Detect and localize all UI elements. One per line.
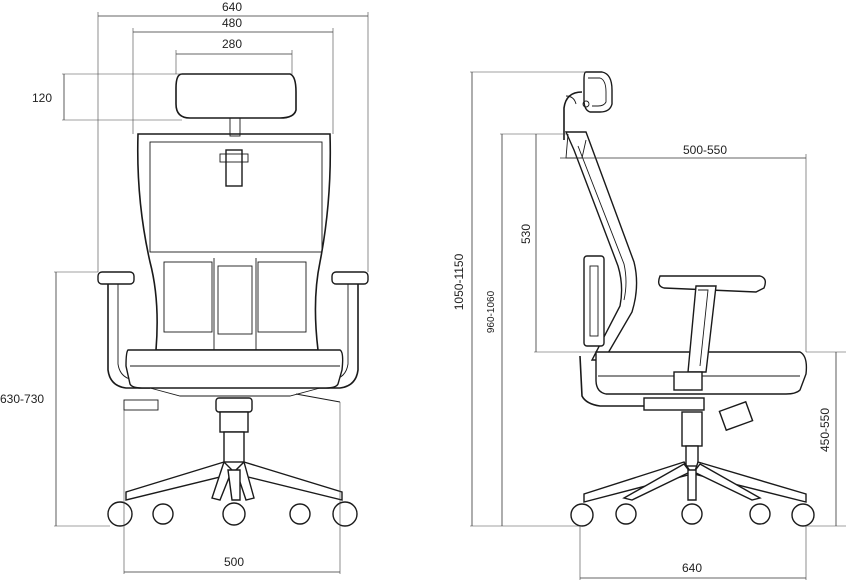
side-casters: [570, 503, 815, 527]
label-base-width: 500: [224, 555, 244, 569]
side-dimensions: [470, 71, 846, 580]
side-armrest: [657, 275, 767, 391]
side-base: [583, 461, 807, 503]
label-seat-height-range: 630-730: [0, 392, 44, 406]
front-backrest: [136, 133, 332, 351]
front-base: [125, 460, 343, 501]
side-headrest: [563, 71, 613, 140]
label-backrest-height-range: 960-1060: [486, 290, 497, 333]
label-headrest-height: 120: [32, 91, 52, 105]
side-backrest: [564, 131, 638, 361]
label-seat-height-range-side: 450-550: [818, 408, 832, 452]
front-seat: [123, 349, 344, 411]
front-dimensions: [54, 12, 369, 574]
label-headrest-width: 280: [222, 37, 242, 51]
front-armrests: [97, 271, 369, 389]
side-mechanism: [643, 397, 754, 467]
label-armrest-width: 480: [222, 16, 242, 30]
front-casters: [107, 501, 358, 527]
label-base-depth: 640: [682, 561, 702, 575]
front-headrest: [175, 73, 297, 137]
side-view: 1050-1150 960-1060 530 500-550 450-550 6…: [452, 71, 846, 580]
label-backrest-height: 530: [519, 224, 533, 244]
front-gas-lift: [215, 397, 253, 463]
label-overall-width: 640: [222, 0, 242, 14]
label-total-height-range: 1050-1150: [452, 253, 466, 310]
front-view: 640 480 280 120 630-730 500: [0, 0, 369, 574]
label-seat-depth-range: 500-550: [683, 143, 727, 157]
